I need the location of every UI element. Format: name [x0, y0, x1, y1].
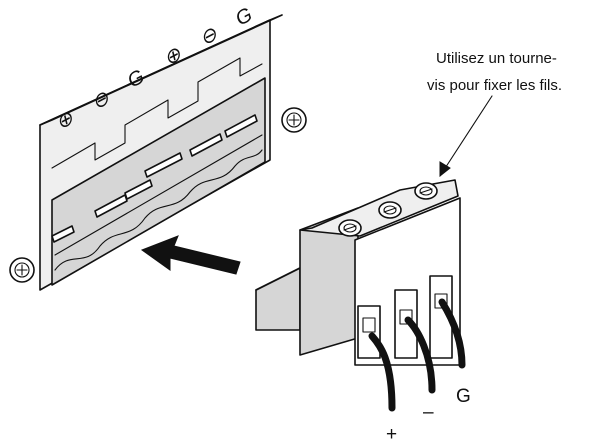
terminal-plug: [255, 179, 466, 412]
arrow-icon: [140, 235, 241, 275]
wire-minus: [404, 316, 436, 394]
screw-icon: [281, 107, 307, 133]
callout: Utilisez un tourne- vis pour fixer les f…: [427, 50, 562, 178]
wire-plus: [368, 332, 396, 412]
plug-wire-slots: [357, 275, 453, 359]
callout-line-1: Utilisez un tourne-: [436, 50, 557, 67]
screw-icon: [414, 182, 438, 200]
panel-socket: ⊕ ⊖ G ⊕ ⊖ G: [9, 4, 307, 291]
wire-ground: [438, 298, 466, 369]
callout-leader-line: [439, 95, 493, 177]
screw-icon: [338, 219, 362, 237]
wire-label-minus: –: [423, 402, 434, 423]
screw-icon: [9, 257, 35, 283]
callout-arrowhead: [439, 161, 451, 178]
socket-inner-line: [54, 134, 263, 256]
wire-label-plus: +: [386, 424, 397, 445]
socket-pins: [51, 114, 258, 243]
wire-label-ground: G: [456, 386, 471, 407]
socket-marking: G: [232, 4, 256, 31]
screw-icon: [378, 201, 402, 219]
socket-lip: [54, 149, 263, 271]
socket-top-edge: [39, 14, 283, 126]
socket-cavity: [51, 77, 266, 286]
plug-rear-tab: [255, 267, 301, 331]
socket-ridge: [51, 57, 263, 169]
callout-line-2: vis pour fixer les fils.: [427, 77, 562, 94]
